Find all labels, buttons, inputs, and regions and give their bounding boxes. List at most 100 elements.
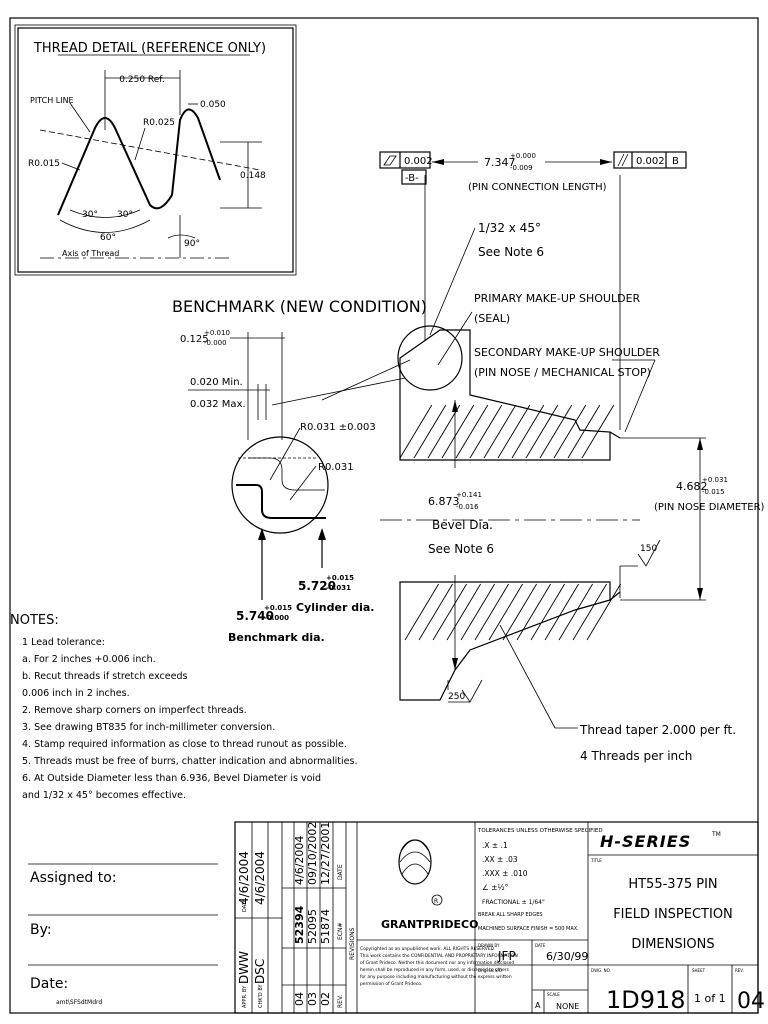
- note-line: 1 Lead tolerance:: [22, 637, 105, 648]
- hatch-line: [413, 404, 447, 459]
- tolerances-heading: TOLERANCES UNLESS OTHERWISE SPECIFIED: [477, 828, 603, 834]
- rev-row-ecn: 52095: [306, 909, 319, 944]
- copyright-line: This work contains the CONFIDENTIAL AND …: [359, 953, 518, 959]
- hatch-line: [460, 583, 495, 641]
- bevel-dia-plus: +0.141: [456, 491, 482, 499]
- copyright-line: Copyrighted as an unpublished work. ALL …: [360, 946, 494, 952]
- benchmark-max: 0.032 Max.: [190, 399, 246, 410]
- appr-by: DWW: [237, 951, 251, 984]
- pitch-line-label: PITCH LINE: [30, 96, 74, 105]
- hatch-line: [455, 404, 489, 459]
- title-line: FIELD INSPECTION: [613, 907, 733, 922]
- tolerance-finish: MACHINED SURFACE FINISH = 500 MAX.: [478, 926, 579, 932]
- benchmark-depth-plus: +0.010: [204, 329, 230, 337]
- note-line: and 1/32 x 45° becomes effective.: [22, 790, 186, 801]
- benchmark-callout-circle: [397, 325, 463, 391]
- hatch-line: [516, 583, 551, 641]
- sheet-label: SHEET: [692, 968, 706, 973]
- dwg-no-label: DWG. NO.: [591, 968, 611, 973]
- flank-angle-right: 30°: [117, 210, 133, 220]
- checked-date: 4/6/2004: [253, 851, 267, 905]
- tolerance-edges: BREAK ALL SHARP EDGES: [478, 912, 543, 918]
- drawing-number: 1D918: [606, 986, 686, 1014]
- appr-date: 4/6/2004: [237, 851, 251, 905]
- hatch-line: [530, 583, 565, 641]
- hatch-line: [497, 404, 531, 459]
- hatch-line: [586, 583, 621, 641]
- benchmark-profile: [236, 484, 326, 519]
- copyright-line: herein shall be reproduced in any form, …: [360, 967, 510, 973]
- title-line: DIMENSIONS: [631, 937, 714, 952]
- rev-row-rev: 04: [293, 992, 306, 1006]
- finish-150: 150: [640, 544, 657, 554]
- copyright-line: for any purpose including manufacturing …: [360, 974, 512, 980]
- note-line: 0.006 inch in 2 inches.: [22, 688, 130, 699]
- hatch-line: [483, 404, 517, 459]
- hatch-line: [581, 404, 615, 459]
- chamfer-see-note: See Note 6: [478, 245, 544, 259]
- note-line: 4. Stamp required information as close t…: [22, 739, 347, 750]
- benchmark-depth-value: 0.125: [180, 334, 209, 345]
- svg-text:R: R: [434, 898, 438, 905]
- hatch-line: [418, 583, 453, 641]
- parallel-tol: 0.002: [636, 156, 665, 167]
- checked-by-label: CHK'D BY: [258, 983, 264, 1008]
- rev-row-rev: 03: [306, 992, 319, 1006]
- rev-row-date: 4/6/2004: [293, 836, 306, 885]
- thread-detail-frame: [17, 27, 294, 273]
- nose-dia-minus: -0.015: [702, 488, 725, 496]
- copyright-line: permission of Grant Prideco.: [360, 981, 422, 987]
- bevel-see-note: See Note 6: [428, 542, 494, 556]
- rev-row-ecn: 51874: [319, 909, 332, 944]
- primary-shoulder: PRIMARY MAKE-UP SHOULDER: [474, 292, 641, 305]
- sheet-value: 1 of 1: [694, 992, 726, 1005]
- nose-dia-label: (PIN NOSE DIAMETER): [654, 502, 765, 513]
- hatch-line: [427, 404, 461, 459]
- benchmark-dia-plus: +0.015: [264, 604, 292, 612]
- datum-b: -B-: [405, 173, 419, 184]
- rev-label: REV.: [735, 968, 744, 973]
- rev-value: 04: [737, 989, 765, 1014]
- rev-row-ecn: 52394: [293, 905, 306, 944]
- bevel-dia-minus: -0.016: [456, 503, 479, 511]
- trademark: TM: [711, 831, 721, 838]
- hatch-line: [469, 404, 503, 459]
- hatch-line: [441, 404, 475, 459]
- length-minus: -0.009: [510, 164, 533, 172]
- benchmark-circle: [231, 436, 329, 534]
- drawn-date-label: DATE: [535, 943, 546, 948]
- hatch-line: [399, 404, 433, 459]
- benchmark-dia-minus: -0.000: [264, 614, 289, 622]
- hatch-line: [525, 404, 559, 459]
- secondary-shoulder: SECONDARY MAKE-UP SHOULDER: [474, 346, 660, 359]
- thread-detail-title: THREAD DETAIL (REFERENCE ONLY): [33, 41, 266, 56]
- root-radius: R0.025: [143, 118, 175, 128]
- copyright-line: of Grant Prideco. Neither this document …: [360, 960, 514, 966]
- hatch-line: [572, 583, 607, 641]
- bevel-dia-value: 6.873: [428, 495, 460, 508]
- tolerance-fraction: FRACTIONAL ± 1/64": [482, 899, 545, 906]
- rev-row-date: 12/27/2001: [319, 822, 332, 885]
- cylinder-dia-minus: -0.031: [326, 584, 351, 592]
- notes: NOTES: 1 Lead tolerance: a. For 2 inches…: [10, 613, 357, 801]
- by-label: By:: [30, 922, 52, 938]
- length-plus: +0.000: [510, 152, 536, 160]
- parallel-datum: B: [672, 156, 679, 167]
- crest-radius: R0.015: [28, 159, 60, 169]
- included-angle: 60°: [100, 233, 116, 243]
- company-logo: R: [398, 839, 443, 906]
- hatch-line: [558, 583, 593, 641]
- hatch-line: [488, 583, 523, 641]
- hatch-line: [567, 404, 601, 459]
- hatch-lower: [404, 583, 621, 641]
- pin-wall-lower: [399, 581, 611, 701]
- hatch-upper: [399, 404, 615, 459]
- hatch-line: [446, 583, 481, 641]
- drawing-size: A: [535, 1001, 541, 1010]
- primary-shoulder-sub: (SEAL): [474, 312, 510, 325]
- flatness-symbol: [383, 155, 397, 166]
- parallel-symbol: [621, 153, 629, 167]
- title-block: APPR. BY DWW DATE 4/6/2004 CHK'D BY DSC …: [234, 821, 765, 1014]
- thread-detail: THREAD DETAIL (REFERENCE ONLY) 0.250 Ref…: [14, 24, 297, 276]
- note-line: b. Recut threads if stretch exceeds: [22, 671, 187, 682]
